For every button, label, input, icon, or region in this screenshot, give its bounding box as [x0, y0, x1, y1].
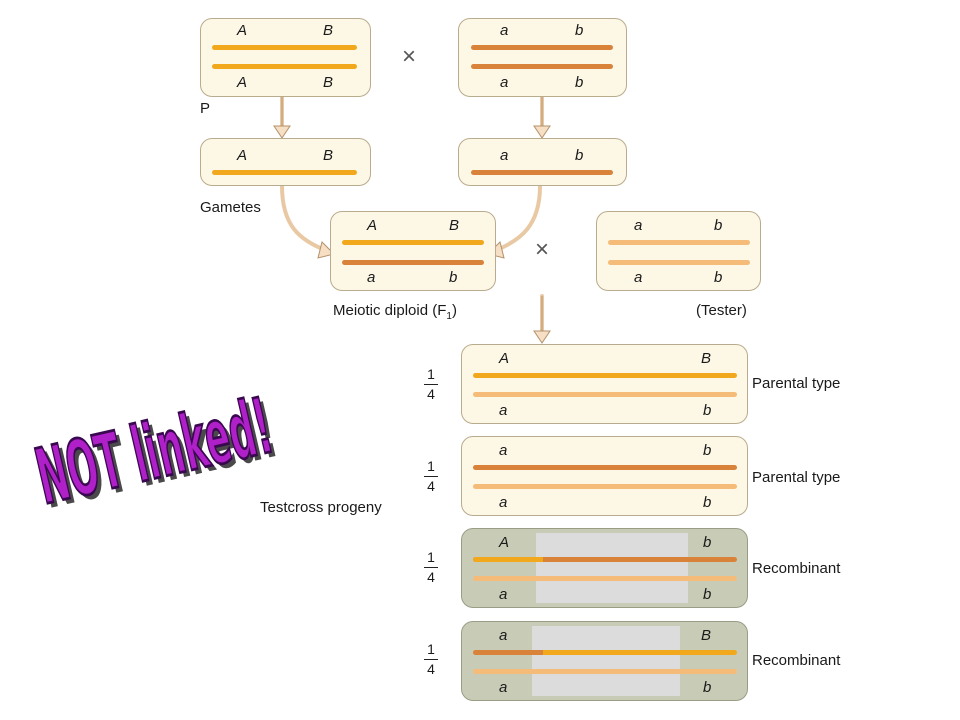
arrow-gamete-left [280, 184, 327, 252]
allele-b: b [703, 679, 712, 696]
chromosome [342, 260, 484, 265]
chromosome-segment [473, 557, 543, 562]
allele-A: A [237, 147, 248, 164]
progeny-type-label: Parental type [752, 375, 841, 392]
chromosome [212, 45, 357, 50]
highlight-panel [532, 626, 680, 696]
chromosome [471, 64, 613, 69]
allele-a: a [499, 627, 508, 644]
allele-b: b [449, 269, 458, 286]
chromosome [473, 373, 737, 378]
parent-box-AB: A B A B [200, 18, 371, 97]
chromosome [473, 484, 737, 489]
not-linked-stamp: NOT linked! NOT linked! [27, 381, 285, 522]
chromosome [473, 650, 737, 655]
allele-A: A [499, 350, 510, 367]
allele-A: A [237, 22, 248, 39]
gametes-label: Gametes [200, 199, 261, 216]
arrow-gamete-right [495, 184, 542, 252]
chromosome [473, 392, 737, 397]
progeny-box: A B a b [461, 344, 748, 424]
allele-b: b [575, 74, 584, 91]
fraction-numerator: 1 [427, 366, 435, 382]
allele-a: a [499, 586, 508, 603]
p-label: P [200, 100, 211, 117]
chromosome [471, 45, 613, 50]
allele-b: b [703, 586, 712, 603]
parent-box-ab: a b a b [458, 18, 627, 97]
fraction-denominator: 4 [427, 386, 435, 402]
allele-A: A [367, 217, 378, 234]
chromosome [473, 465, 737, 470]
progeny-type-label: Recombinant [752, 560, 841, 577]
allele-a: a [634, 269, 643, 286]
allele-a: a [499, 494, 508, 511]
allele-b: b [575, 22, 584, 39]
f1-label-text: Meiotic diploid (F [333, 302, 447, 319]
fraction-denominator: 4 [427, 661, 435, 677]
tester-label: (Tester) [696, 302, 747, 319]
allele-b: b [703, 494, 712, 511]
allele-b: b [714, 269, 723, 286]
cross-symbol: × [402, 43, 417, 70]
allele-a: a [500, 74, 509, 91]
allele-b: b [714, 217, 723, 234]
f1-label-close: ) [451, 302, 457, 319]
tester-box: a b a b [596, 211, 761, 291]
allele-a: a [367, 269, 376, 286]
chromosome [608, 260, 750, 265]
allele-B: B [449, 217, 460, 234]
allele-a: a [500, 22, 509, 39]
allele-A: A [237, 74, 248, 91]
progeny-type-label: Recombinant [752, 652, 841, 669]
progeny-box-recombinant: a B a b [461, 621, 748, 701]
f1-box: A B a b [330, 211, 496, 291]
allele-A: A [499, 534, 510, 551]
gamete-box-AB: A B [200, 138, 371, 186]
allele-B: B [323, 147, 334, 164]
f1-subscript: 1 [446, 311, 452, 322]
chromosome [608, 240, 750, 245]
allele-B: B [323, 22, 334, 39]
progeny-box-recombinant: A b a b [461, 528, 748, 608]
fraction-denominator: 4 [427, 569, 435, 585]
f1-label: Meiotic diploid (F1) [333, 302, 457, 326]
chromosome [473, 669, 737, 674]
fraction-numerator: 1 [427, 641, 435, 657]
progeny-box: a b a b [461, 436, 748, 516]
chromosome [473, 576, 737, 581]
allele-B: B [701, 627, 712, 644]
allele-b: b [703, 534, 712, 551]
allele-a: a [500, 147, 509, 164]
progeny-type-label: Parental type [752, 469, 841, 486]
chromosome-segment [473, 650, 543, 655]
allele-a: a [499, 679, 508, 696]
chromosome [342, 240, 484, 245]
fraction-numerator: 1 [427, 458, 435, 474]
gamete-box-ab: a b [458, 138, 627, 186]
allele-B: B [323, 74, 334, 91]
cross-symbol: × [535, 236, 550, 263]
testcross-label: Testcross progeny [260, 499, 382, 516]
fraction-numerator: 1 [427, 549, 435, 565]
allele-b: b [703, 442, 712, 459]
chromosome [212, 64, 357, 69]
allele-B: B [701, 350, 712, 367]
allele-a: a [499, 402, 508, 419]
allele-b: b [703, 402, 712, 419]
highlight-panel [536, 533, 688, 603]
allele-a: a [634, 217, 643, 234]
fraction-denominator: 4 [427, 478, 435, 494]
allele-b: b [575, 147, 584, 164]
chromosome [212, 170, 357, 175]
chromosome [473, 557, 737, 562]
allele-a: a [499, 442, 508, 459]
chromosome [471, 170, 613, 175]
